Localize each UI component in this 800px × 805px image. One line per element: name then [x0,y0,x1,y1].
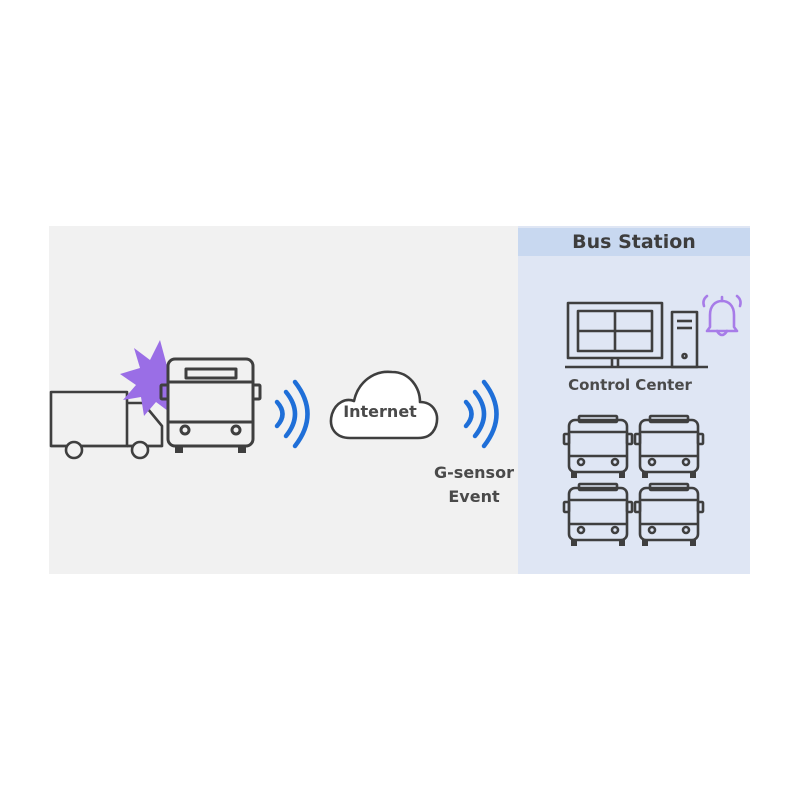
station-panel [518,226,750,574]
station-title: Bus Station [572,231,696,253]
signal-waves-icon [463,379,499,449]
impact-burst-icon [120,340,188,416]
event-label: G-sensor Event [428,461,520,509]
monitor-icon [565,301,708,369]
internet-label: Internet [343,402,417,421]
alarm-bell-icon [702,294,742,337]
computer-tower-icon [670,310,699,369]
cloud-icon [329,370,439,440]
truck-icon [49,390,164,460]
station-header-bar [518,228,750,256]
signal-waves-icon [274,379,310,449]
bus-front-icon [159,357,262,453]
event-label-line1: G-sensor [434,463,514,482]
control-center-label: Control Center [568,376,692,394]
incident-panel [49,226,518,574]
event-label-line2: Event [448,487,500,506]
